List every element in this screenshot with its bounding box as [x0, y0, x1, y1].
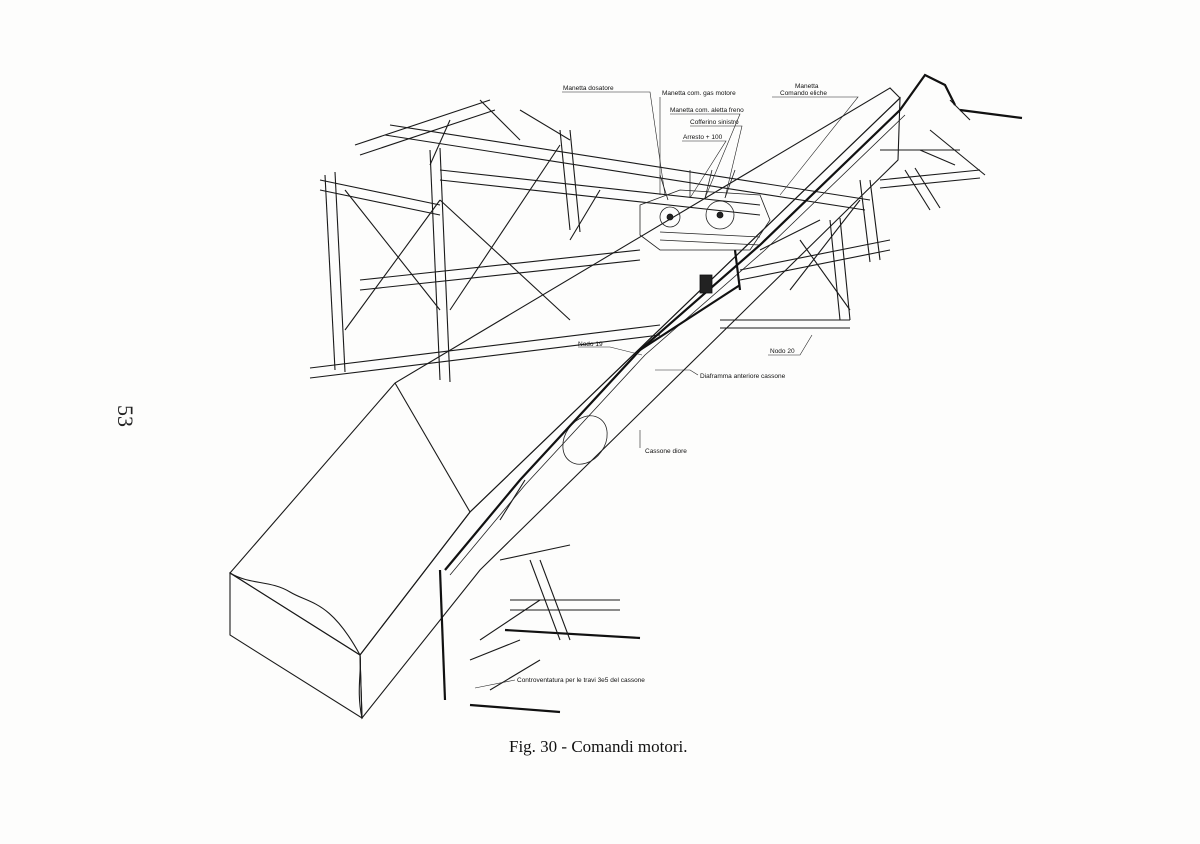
bracing-lower [469, 544, 620, 691]
figure-caption: Fig. 30 - Comandi motori. [509, 737, 688, 756]
fuselage-truss-frame [309, 99, 871, 383]
leader-lines [474, 91, 859, 689]
label-manetta-dosatore: Manetta dosatore [563, 85, 614, 92]
label-aletta-freno: Manetta com. aletta freno [670, 107, 744, 114]
label-manetta-gas: Manetta com. gas motore [662, 90, 736, 97]
control-rods [438, 73, 1023, 714]
label-manetta-1: Manetta [795, 83, 819, 90]
label-controventatura: Controventatura per le travi 3e5 del cas… [517, 677, 645, 684]
label-nodo-20: Nodo 20 [770, 348, 795, 355]
label-cofferino: Cofferino sinistro [690, 119, 739, 126]
nacelle-frame-right [720, 99, 981, 329]
bracket-upper-right [880, 129, 986, 176]
page-number: 53 [113, 405, 138, 427]
label-nodo-19: Nodo 19 [578, 341, 603, 348]
throttle-quadrant [639, 169, 771, 294]
label-arresto: Arresto + 100 [683, 134, 723, 141]
label-comando-eliche: Comando eliche [780, 90, 827, 97]
label-diaframma: Diaframma anteriore cassone [700, 373, 786, 380]
label-cassone: Cassone diore [645, 448, 687, 455]
callout-labels: Manetta dosatore Manetta com. gas motore… [517, 83, 827, 684]
